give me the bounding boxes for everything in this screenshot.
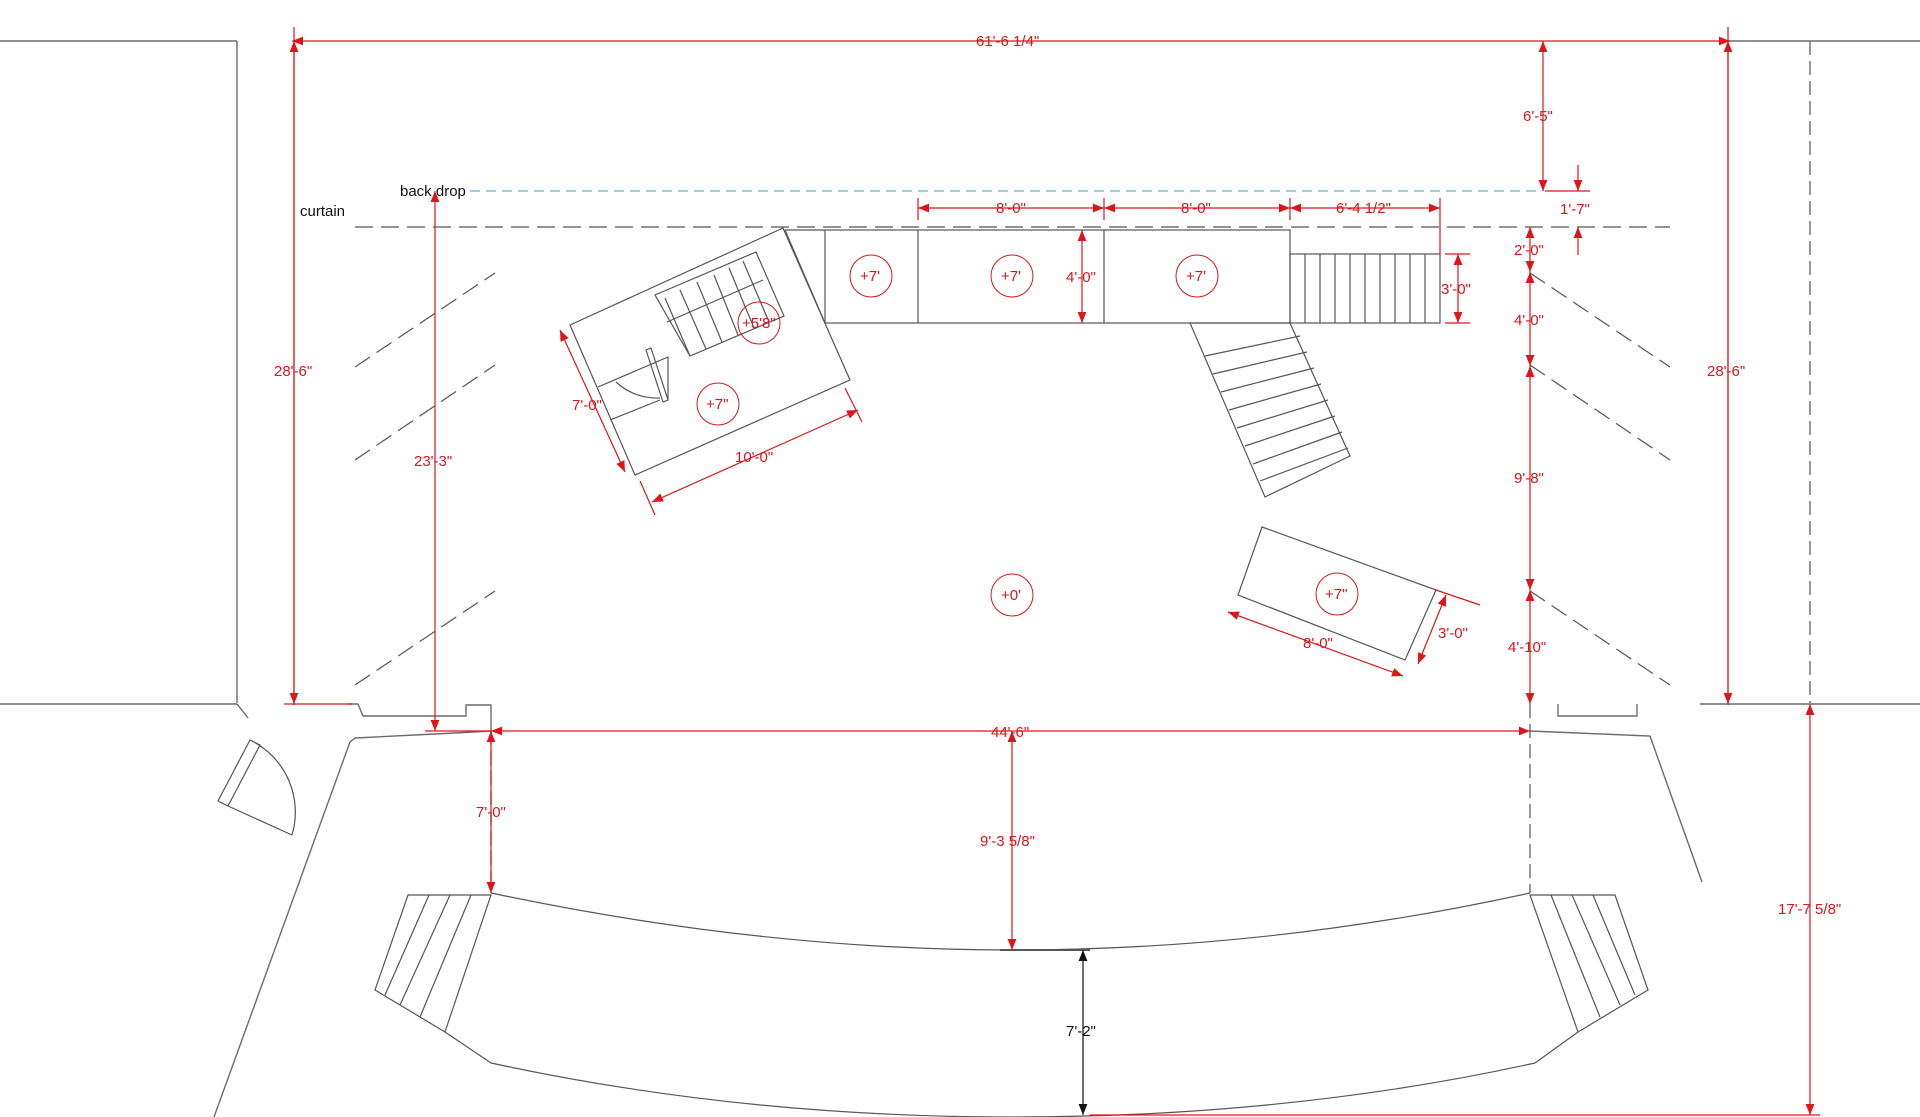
wing-masking-right [1529, 272, 1671, 686]
dim-right-9-8: 9'-8" [1514, 470, 1544, 487]
dim-apron-7ft: 7'-0" [476, 804, 506, 821]
elev-right-plat: +7" [1325, 586, 1347, 603]
dim-plat-depth: 4'-0" [1066, 269, 1096, 286]
upstage-platforms [785, 229, 1441, 498]
backdrop-label: back drop [400, 183, 466, 200]
dim-apron-17-7: 17'-7 5/8" [1778, 901, 1841, 918]
dim-left-7ft: 7'-0" [572, 397, 602, 414]
dim-right-4-10: 4'-10" [1508, 639, 1546, 656]
elev-p2: +7' [1001, 268, 1021, 285]
dim-plat-8a: 8'-0" [996, 200, 1026, 217]
left-angled-platform [569, 227, 851, 476]
curtain-label: curtain [300, 203, 345, 220]
dim-top-gap: 6'-5" [1523, 108, 1553, 125]
elev-p3: +7' [1186, 268, 1206, 285]
dim-apron-9-3: 9'-3 5/8" [980, 833, 1035, 850]
elev-floor: +0' [1001, 587, 1021, 604]
apron [374, 892, 1649, 1117]
dim-plat-8b: 8'-0" [1181, 200, 1211, 217]
labels: back drop curtain 61'-6 1/4" 28'-6" 28'-… [274, 33, 1841, 1040]
dim-left-height: 28'-6" [274, 363, 312, 380]
dimension-lines [284, 27, 1820, 1116]
dim-rp-3ft: 3'-0" [1438, 625, 1468, 642]
dim-backdrop-gap: 1'-7" [1560, 201, 1590, 218]
dim-right-height: 28'-6" [1707, 363, 1745, 380]
dim-right-4ft: 4'-0" [1514, 312, 1544, 329]
wing-masking-left [354, 272, 496, 686]
dim-stair-3ft: 3'-0" [1441, 281, 1471, 298]
walls [0, 40, 1920, 1117]
dim-left-inner: 23'-3" [414, 453, 452, 470]
dim-apron-7-2: 7'-2" [1066, 1023, 1096, 1040]
dim-rp-8ft: 8'-0" [1303, 635, 1333, 652]
dim-plat-6-4: 6'-4 1/2" [1336, 200, 1391, 217]
dim-right-2ft: 2'-0" [1514, 242, 1544, 259]
elev-p1: +7' [860, 268, 880, 285]
dim-left-10ft: 10'-0" [735, 449, 773, 466]
dim-top-width: 61'-6 1/4" [976, 33, 1039, 50]
elevation-markers [696, 254, 1359, 617]
door-icon [217, 739, 296, 836]
elev-left-plat: +7" [706, 396, 728, 413]
dim-prosc-width: 44'-6" [991, 724, 1029, 741]
elev-landing: +5'8" [742, 315, 776, 332]
right-angled-platform [1237, 526, 1437, 661]
